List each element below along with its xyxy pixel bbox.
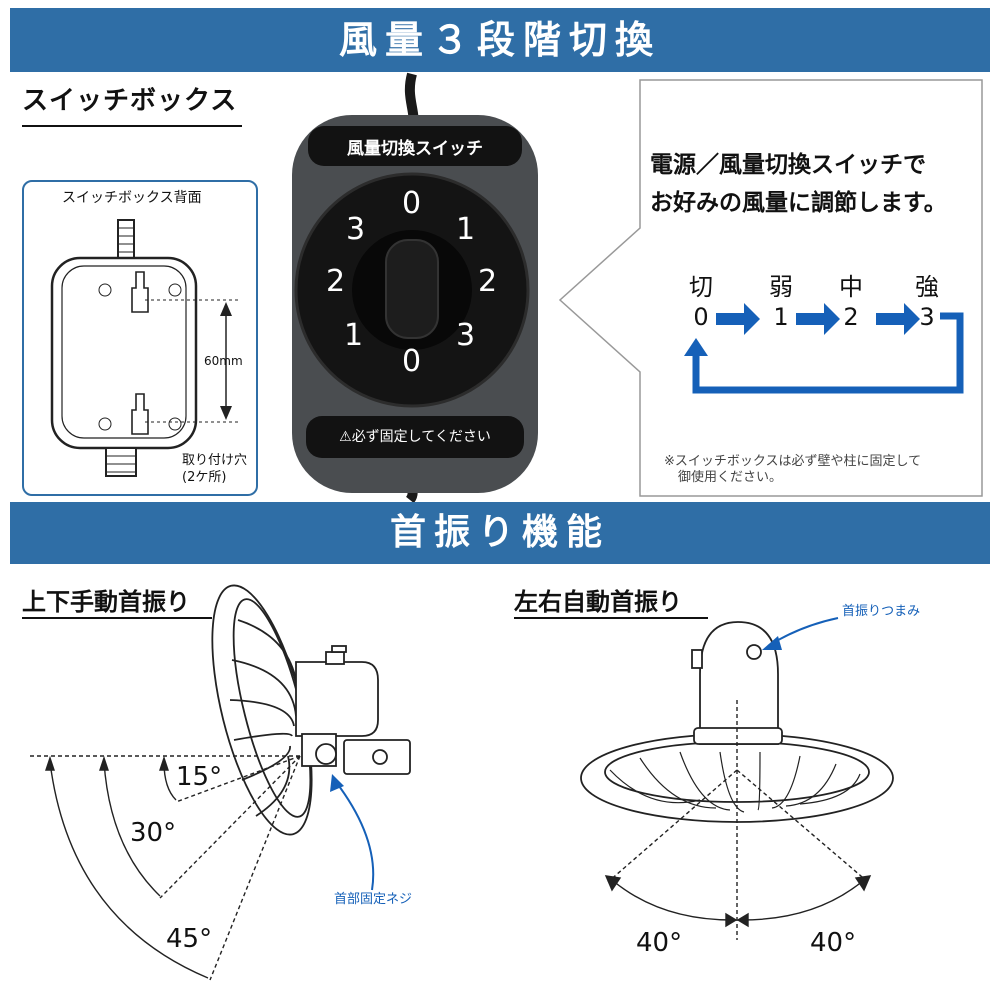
callout-line1: 電源／風量切換スイッチで [650, 152, 926, 178]
level-item: 中 2 [836, 272, 866, 332]
dial-number: 0 [402, 186, 422, 221]
level-item: 切 0 [686, 272, 716, 332]
level-value: 0 [693, 303, 709, 331]
mount-hole-label: 取り付け穴 (2ケ所) [182, 452, 247, 486]
level-value: 3 [919, 303, 935, 331]
dial-number: 1 [456, 212, 476, 247]
dial-number: 3 [346, 212, 366, 247]
angle-label-right: 40° [810, 928, 857, 958]
vertical-angle-guides [30, 755, 301, 981]
oscillation-knob-label: 首振りつまみ [842, 604, 921, 619]
switch-box-heading: スイッチボックス [22, 80, 242, 127]
level-cycle-arrows [684, 303, 964, 394]
level-name: 中 [839, 273, 863, 301]
mount-hole-label-line2: (2ケ所) [182, 470, 227, 485]
fan-speed-banner: 風量３段階切換 [10, 8, 990, 72]
vertical-oscillation-heading: 上下手動首振り [22, 588, 190, 616]
switch-box-back-frame [22, 180, 258, 496]
angle-label: 45° [166, 924, 213, 954]
vertical-fan-illustration [211, 584, 411, 836]
level-name: 切 [689, 273, 713, 301]
level-item: 強 3 [912, 272, 942, 332]
screw-leader-line [335, 781, 375, 891]
mounting-note-line2: 御使用ください。 [678, 470, 783, 485]
mount-hole-label-line1: 取り付け穴 [182, 453, 248, 468]
dial-number: 1 [344, 318, 364, 353]
level-item: 弱 1 [766, 272, 796, 332]
mounting-note-line1: ※スイッチボックスは必ず壁や柱に固定して [664, 454, 922, 469]
dial-number: 2 [326, 264, 346, 299]
level-value: 2 [843, 303, 859, 331]
horizontal-oscillation-heading: 左右自動首振り [514, 588, 682, 616]
switch-box-heading-text: スイッチボックス [22, 86, 238, 116]
dial-number: 3 [456, 318, 476, 353]
angle-label: 30° [130, 818, 177, 848]
angle-label: 15° [176, 762, 223, 792]
horizontal-angle-guides [604, 700, 872, 940]
dimension-label: 60mm [204, 354, 243, 368]
angle-label-left: 40° [636, 928, 683, 958]
back-title: スイッチボックス背面 [62, 190, 202, 206]
level-name: 弱 [769, 273, 793, 301]
level-value: 1 [773, 303, 789, 331]
mounting-note: ※スイッチボックスは必ず壁や柱に固定して 御使用ください。 [664, 454, 921, 486]
device-label: 風量切換スイッチ [347, 139, 483, 159]
neck-screw-label: 首部固定ネジ [334, 892, 413, 907]
callout-text: 電源／風量切換スイッチで お好みの風量に調節します。 [650, 146, 947, 222]
switch-box-device [292, 115, 538, 493]
level-name: 強 [915, 273, 939, 301]
oscillation-banner: 首振り機能 [10, 502, 990, 564]
callout-line2: お好みの風量に調節します。 [650, 190, 947, 216]
heading-underline [22, 125, 242, 127]
warning-text: 必ず固定してください [351, 429, 491, 445]
warning-label: ⚠必ず固定してください [308, 426, 522, 446]
dial-number: 0 [402, 344, 422, 379]
warning-icon: ⚠ [339, 429, 352, 445]
dial-number: 2 [478, 264, 498, 299]
switch-box-back-illustration [50, 219, 240, 477]
